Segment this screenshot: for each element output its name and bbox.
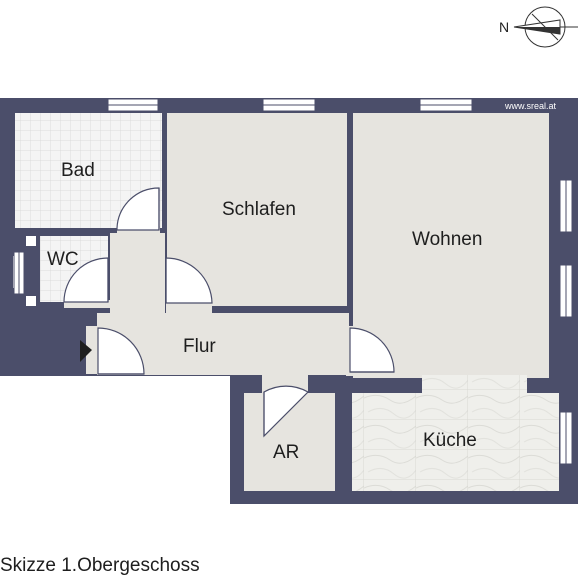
kueche-floor — [352, 393, 559, 491]
window-top-wohnen — [419, 98, 473, 112]
entrance-arrow-icon — [80, 340, 92, 362]
watermark: www.sreal.at — [504, 101, 557, 111]
room-label-wohnen: Wohnen — [412, 229, 482, 250]
room-label-bad: Bad — [61, 160, 95, 181]
north-arrow-icon: N — [499, 6, 578, 48]
floors — [13, 113, 559, 491]
window-right-wohnen-2 — [559, 264, 573, 318]
room-label-ar: AR — [273, 442, 299, 463]
wohnen-floor — [353, 113, 549, 378]
window-top-bad — [107, 98, 159, 112]
door-wc — [63, 257, 110, 308]
door-bad — [116, 187, 160, 234]
room-label-schlafen: Schlafen — [222, 199, 296, 220]
plan-caption: Skizze 1.Obergeschoss — [0, 555, 200, 576]
window-left-wc — [13, 251, 25, 295]
door-schlafen — [165, 257, 213, 313]
window-right-wohnen-1 — [559, 179, 573, 233]
window-top-schlafen — [262, 98, 316, 112]
doors — [63, 187, 395, 438]
door-wohnen — [346, 326, 395, 376]
windows — [13, 98, 573, 465]
window-right-kueche — [559, 411, 573, 465]
room-label-kueche: Küche — [423, 430, 477, 451]
room-label-wc: WC — [47, 249, 79, 270]
door-ar — [262, 372, 309, 438]
room-label-flur: Flur — [183, 336, 216, 357]
north-label: N — [499, 19, 509, 35]
